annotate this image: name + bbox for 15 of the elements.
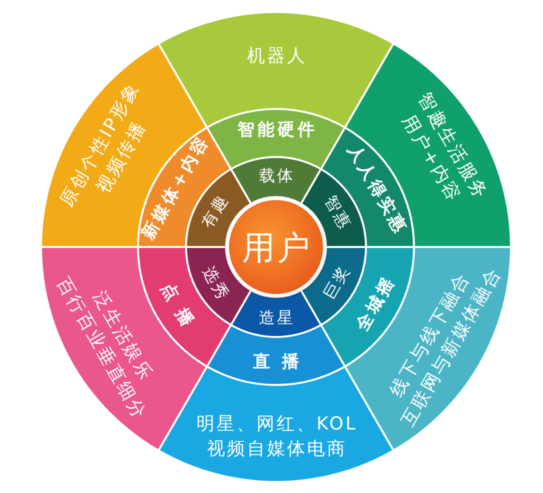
ring-segment bbox=[232, 291, 320, 336]
segment-label: 机器人 bbox=[246, 46, 307, 68]
segment-label: 明星、网红、KOL bbox=[196, 414, 358, 435]
segment-label: 视频自媒体电商 bbox=[206, 439, 347, 460]
segment-label: 载体 bbox=[258, 166, 295, 186]
ring-segment bbox=[208, 326, 344, 384]
center-label: 用户 bbox=[241, 230, 312, 264]
segment-label: 智惠 bbox=[320, 190, 355, 233]
segment-label: 造星 bbox=[258, 308, 295, 328]
segment-label: 智能硬件 bbox=[236, 121, 318, 141]
segment-label: 直播 bbox=[252, 353, 311, 373]
ring-segment bbox=[232, 158, 320, 203]
segment-label: 全城摇 bbox=[352, 272, 401, 336]
segment-label: 有趣 bbox=[197, 190, 232, 233]
segment-label: 巨奖 bbox=[320, 261, 355, 304]
